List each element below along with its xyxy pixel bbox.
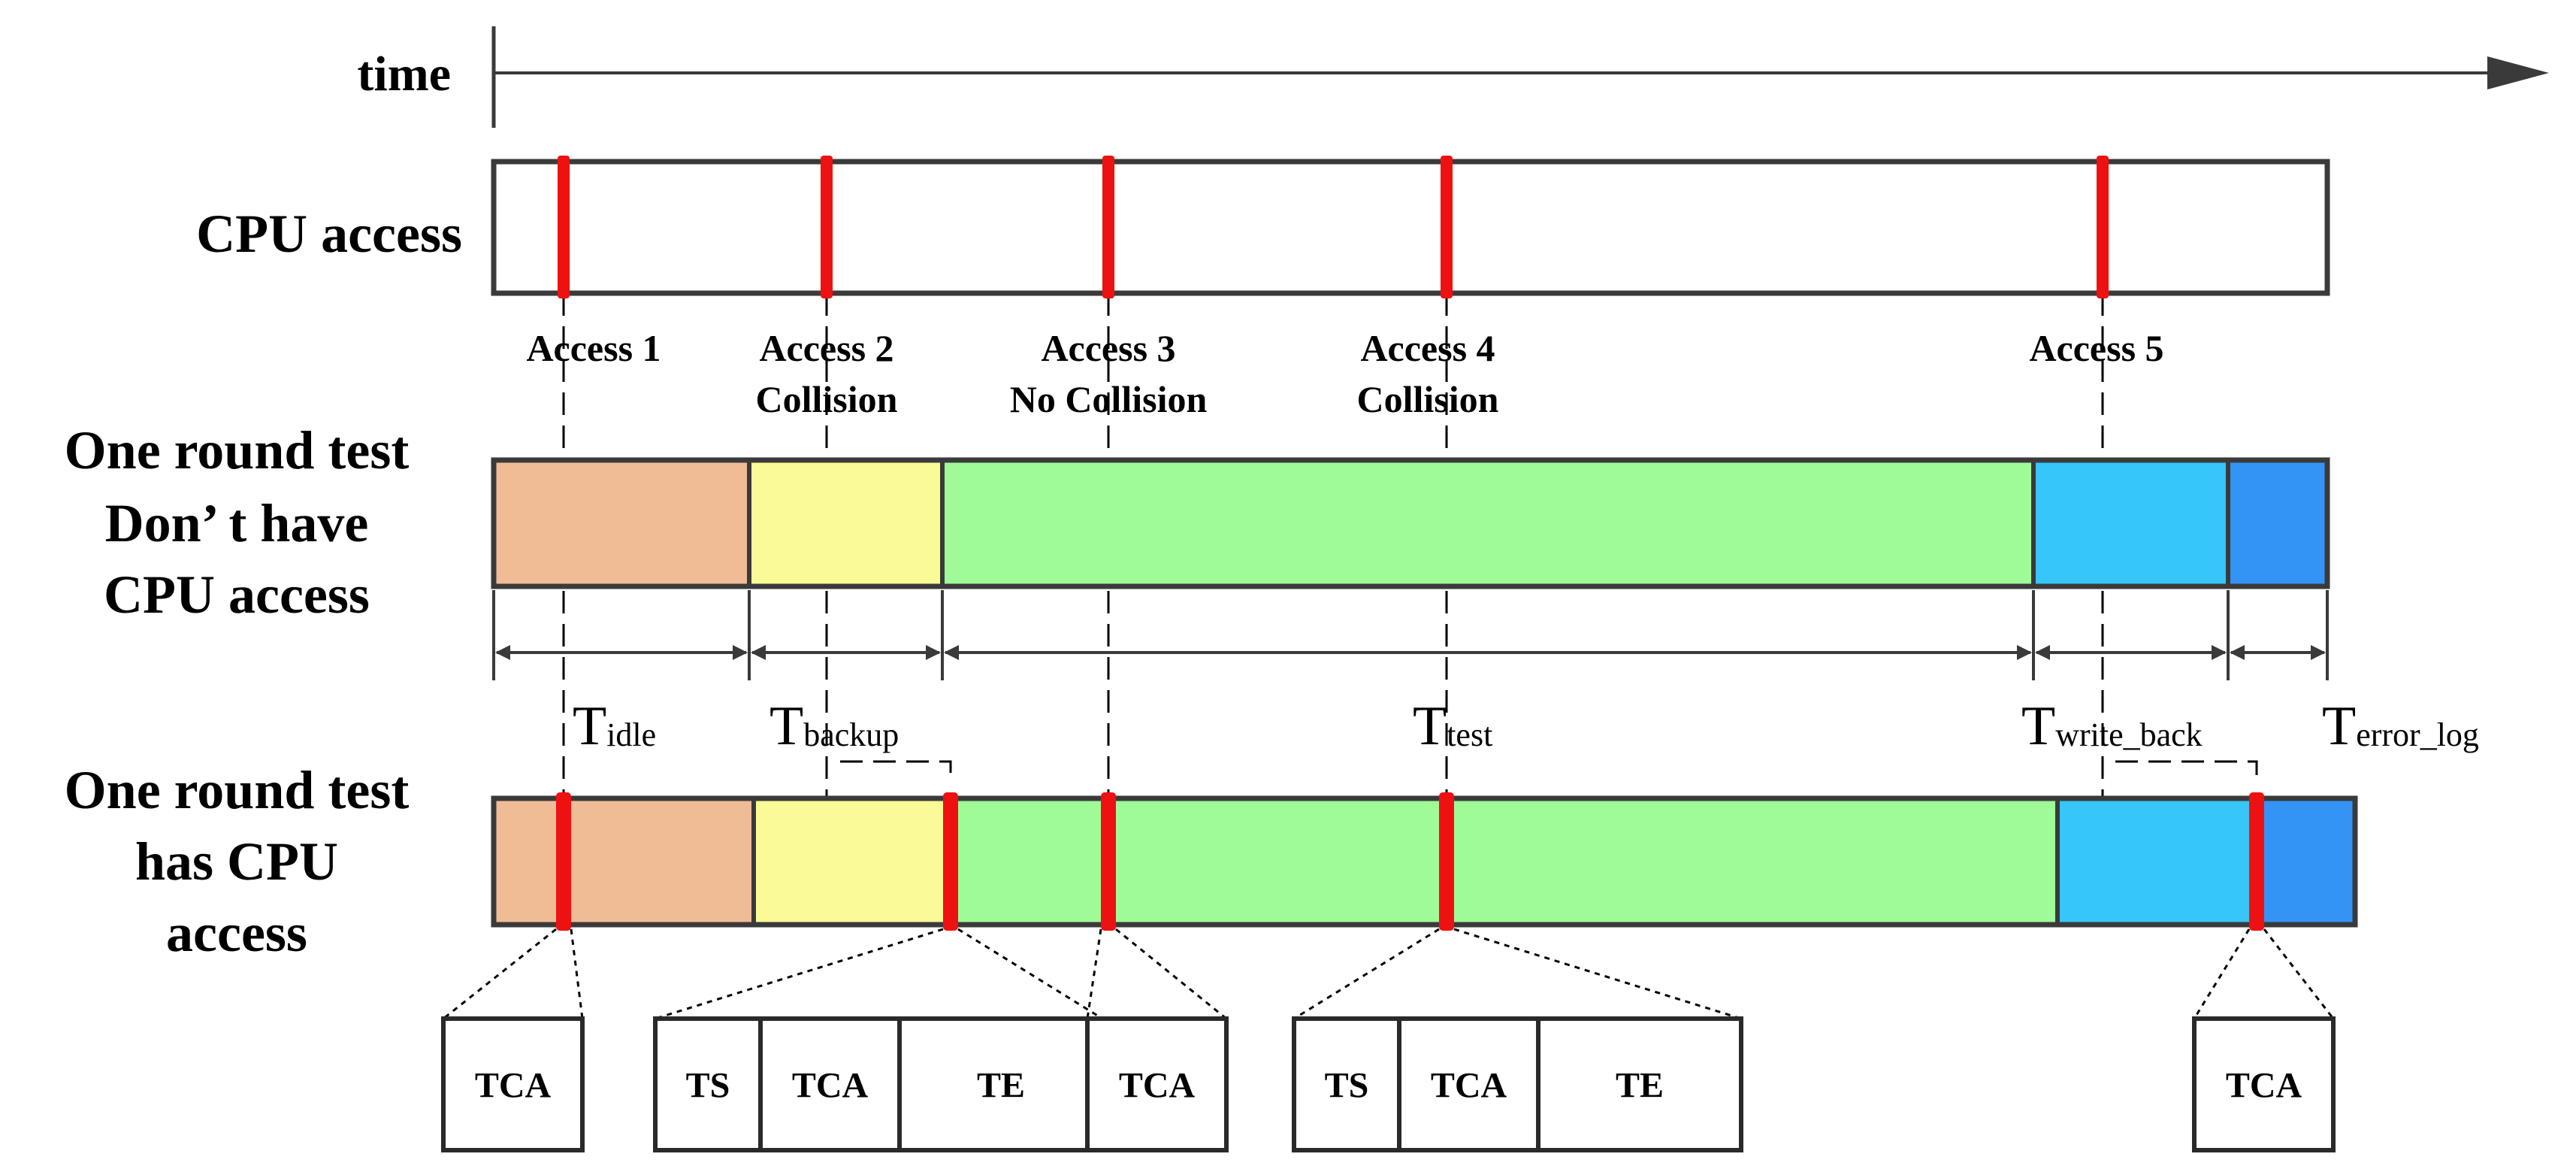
- zoom-cell-label-tca: TCA: [1119, 1066, 1196, 1106]
- no-cpu-phase-error_log: [2228, 460, 2327, 586]
- has-cpu-access-marker-2: [943, 792, 958, 931]
- has-cpu-phase-backup: [754, 798, 951, 925]
- cpu-access-marker-3: [1102, 156, 1114, 298]
- cpu-access-marker-1: [558, 156, 570, 298]
- no-cpu-round-outline: [491, 457, 2330, 589]
- zoom-cell-tca: [441, 1016, 585, 1152]
- access-label-3-detail: No Collision: [1010, 378, 1208, 420]
- write-back-bracket: [2115, 760, 2258, 782]
- zoom-cell-label-tca: TCA: [792, 1066, 869, 1106]
- phase-label-error_log: Terror_log: [2322, 695, 2479, 757]
- has-cpu-row-label-line3: access: [166, 903, 307, 963]
- access-label-2-detail: Collision: [756, 378, 898, 420]
- has-cpu-access-marker-3: [1101, 792, 1116, 931]
- access-markers: [556, 156, 2264, 931]
- zoom-cell-label-ts: TS: [686, 1066, 730, 1106]
- has-cpu-access-marker-1: [556, 792, 571, 931]
- no-cpu-row-label-line1: One round test: [65, 420, 410, 480]
- zoom-cell-te: [1536, 1016, 1743, 1152]
- no-cpu-row-label: One round test Don’ t have CPU access: [65, 420, 410, 625]
- zoom-cell-label-te: TE: [1616, 1066, 1664, 1106]
- zoom-line-right: [957, 928, 1103, 1020]
- access-label-3: Access 3: [1041, 327, 1175, 369]
- zoom-cell-tca: [758, 1016, 902, 1152]
- has-cpu-row-label: One round test has CPU access: [65, 760, 410, 963]
- has-cpu-access-marker-5: [2249, 792, 2264, 931]
- zoom-line-left: [443, 928, 557, 1020]
- zoom-line-right: [2263, 928, 2335, 1019]
- access-label-1: Access 1: [526, 327, 661, 369]
- cpu-access-row-label: CPU access: [196, 204, 462, 264]
- time-axis-arrowhead: [2487, 56, 2549, 89]
- zoom-cell-tca: [1397, 1016, 1540, 1152]
- zoom-line-left: [1293, 928, 1440, 1020]
- no-cpu-phase-write_back: [2033, 460, 2228, 586]
- access-label-5: Access 5: [2029, 327, 2163, 369]
- time-axis-label: time: [357, 47, 451, 101]
- has-cpu-phase-error_log: [2253, 798, 2355, 925]
- zoom-cell-tca: [1085, 1016, 1229, 1152]
- zoom-cell-label-tca: TCA: [475, 1066, 552, 1106]
- zoom-line-right: [1453, 928, 1742, 1020]
- no-cpu-row-label-line2: Don’ t have: [105, 493, 369, 553]
- zoom-cell-label-te: TE: [977, 1066, 1025, 1106]
- no-cpu-test-round: [491, 457, 2330, 589]
- has-cpu-round-outline: [491, 795, 2358, 928]
- access-label-4-detail: Collision: [1357, 378, 1499, 420]
- no-cpu-phase-backup: [749, 460, 942, 586]
- phase-label-write_back: Twrite_back: [2021, 695, 2203, 757]
- no-cpu-phase-test: [942, 460, 2033, 586]
- zoom-line-left: [1086, 928, 1102, 1019]
- zoom-line-left: [655, 928, 944, 1020]
- phase-label-test: Ttest: [1413, 695, 1492, 757]
- zoom-line-right: [1115, 928, 1227, 1020]
- no-cpu-phase-idle: [494, 460, 749, 586]
- access-labels: Access 1 Access 2 Collision Access 3 No Coll…: [526, 327, 2163, 420]
- access-label-2: Access 2: [759, 327, 893, 369]
- zoom-line-left: [2193, 928, 2251, 1019]
- has-cpu-phase-idle: [494, 798, 754, 925]
- cpu-access-marker-4: [1441, 156, 1453, 298]
- zoom-cell-ts: [653, 1016, 763, 1152]
- has-cpu-test-round: [491, 795, 2358, 928]
- phase-label-idle: Tidle: [573, 695, 656, 757]
- has-cpu-phase-write_back: [2057, 798, 2253, 925]
- cpu-access-marker-5: [2097, 156, 2109, 298]
- access-label-4: Access 4: [1360, 327, 1495, 369]
- zoom-cell-label-tca: TCA: [2226, 1066, 2302, 1106]
- cpu-access-bar: [491, 159, 2330, 296]
- zoom-cell-label-tca: TCA: [1431, 1066, 1507, 1106]
- has-cpu-row-label-line2: has CPU: [135, 831, 338, 892]
- zoom-cell-tca: [2192, 1016, 2336, 1152]
- has-cpu-phase-test: [951, 798, 2057, 925]
- phase-duration-dimensions: Tidle Tbackup Ttest Twrite_back Terror_log: [492, 590, 2479, 782]
- backup-bracket: [840, 760, 952, 782]
- no-cpu-row-label-line3: CPU access: [104, 565, 370, 625]
- zoom-line-right: [570, 928, 584, 1019]
- has-cpu-access-marker-4: [1439, 792, 1454, 931]
- zoom-detail-boxes: TCA TS TCA TE TCA TS TCA TE TCA: [441, 928, 2336, 1152]
- cpu-access-marker-2: [821, 156, 833, 298]
- phase-label-backup: Tbackup: [769, 695, 899, 757]
- zoom-cell-label-ts: TS: [1325, 1066, 1369, 1106]
- has-cpu-row-label-line1: One round test: [65, 760, 410, 820]
